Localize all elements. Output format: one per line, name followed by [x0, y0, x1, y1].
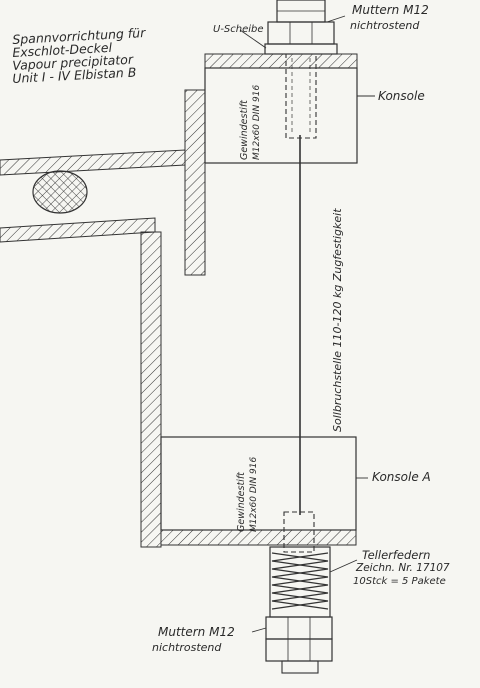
leader-nut-bottom [251, 627, 267, 633]
label-nut-top-1: Muttern M12 [352, 3, 429, 17]
label-rod: Sollbruchstelle 110-120 kg Zugfestigkeit [331, 208, 344, 432]
bottom-nut-lower [265, 638, 333, 662]
label-stift-top-1: Gewindestift [239, 100, 250, 160]
lower-frame-top [0, 217, 156, 243]
diagonal-beam [0, 149, 186, 176]
bolt-end [281, 660, 319, 674]
label-spring-1: Tellerfedern [362, 548, 431, 562]
label-nut-top-2: nichtrostend [350, 19, 420, 32]
label-nut-bottom-1: Muttern M12 [158, 625, 235, 639]
label-stift-top-2: M12x60 DIN 916 [252, 84, 262, 160]
set-screw-upper [285, 53, 317, 139]
wall-upper [184, 89, 206, 276]
seal-profile [32, 170, 88, 214]
leader-nut-top [326, 15, 346, 23]
label-spring-3: 10Stck = 5 Pakete [353, 576, 446, 587]
label-spring-2: Zeichn. Nr. 17107 [356, 562, 450, 574]
top-plate [204, 53, 358, 69]
disc-spring-stack [269, 546, 331, 618]
label-stift-bottom-1: Gewindestift [236, 472, 247, 532]
label-konsole-bottom: Konsole A [372, 470, 431, 484]
top-nut-lower [267, 21, 335, 45]
label-konsole-top: Konsole [378, 89, 425, 103]
konsole-upper [204, 67, 358, 164]
lower-frame-vertical [140, 231, 162, 548]
leader-u-scheibe [239, 29, 267, 49]
bottom-nut-upper [265, 616, 333, 640]
top-washer [264, 43, 338, 55]
label-stift-bottom-2: M12x60 DIN 916 [249, 456, 259, 532]
label-nut-bottom-2: nichtrostend [152, 641, 222, 654]
leader-springs [329, 559, 358, 573]
set-screw-lower [283, 511, 315, 553]
bottom-plate [160, 529, 357, 546]
label-u-scheibe: U-Scheibe [213, 24, 264, 35]
konsole-lower [160, 436, 357, 531]
